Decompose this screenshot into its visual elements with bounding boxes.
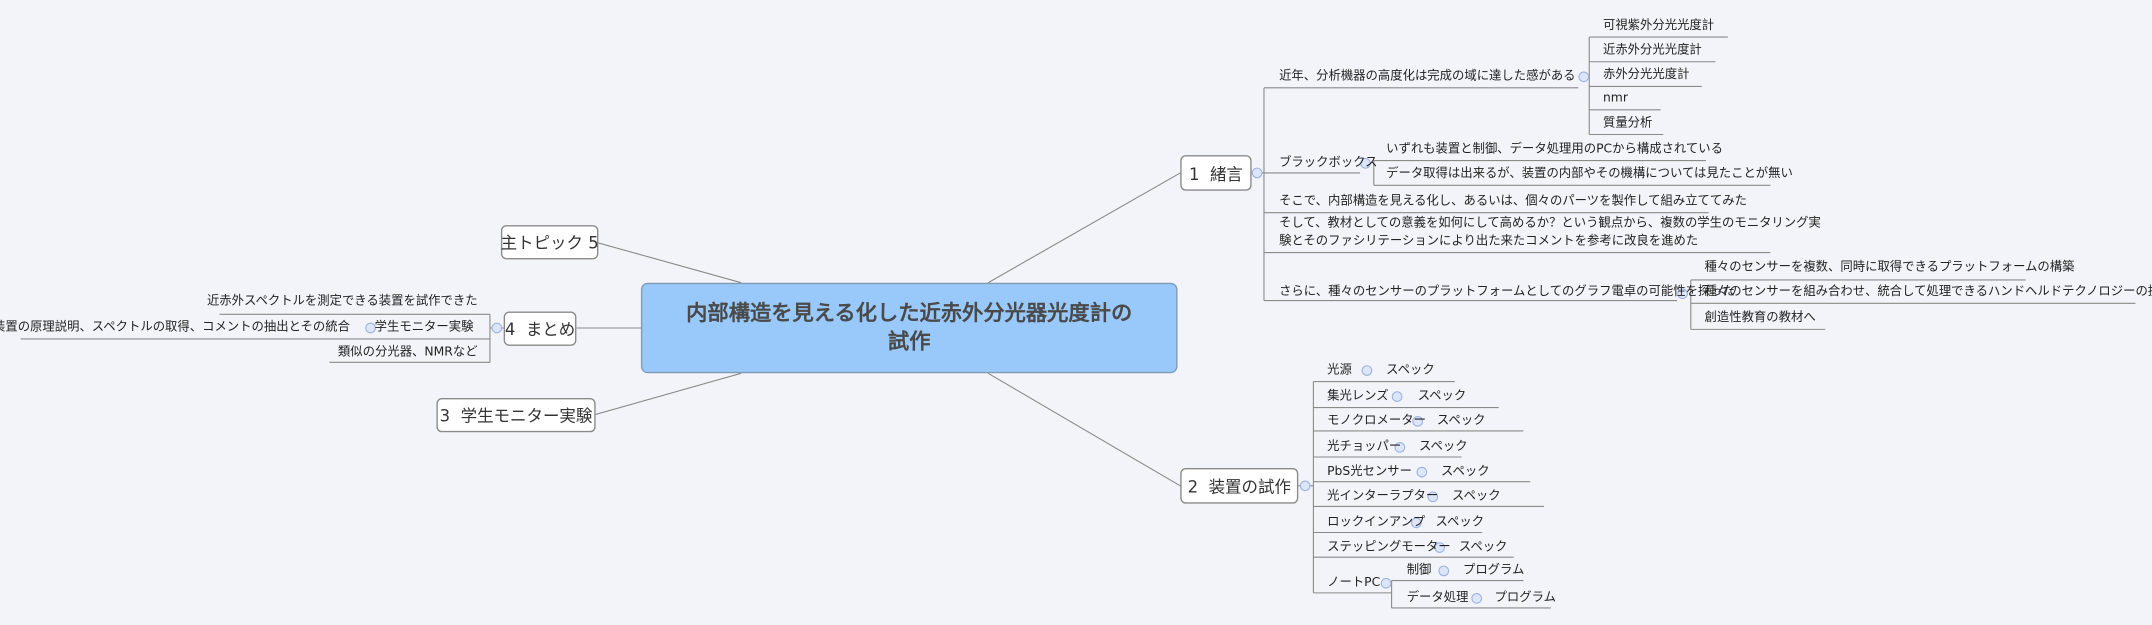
- subtopic[interactable]: データ処理: [1406, 591, 1469, 606]
- topic-device-prototype[interactable]: 2 装置の試作: [1180, 467, 1299, 504]
- subtopic[interactable]: スペック: [1435, 516, 1485, 530]
- subtopic-line1[interactable]: そして、教材としての意義を如何にして高めるか？という観点から、複数の学生のモニタ…: [1279, 216, 1821, 231]
- subtopic[interactable]: 光源: [1327, 363, 1352, 378]
- subtopic[interactable]: さらに、種々のセンサーのプラットフォームとしてのグラフ電卓の可能性を探った: [1279, 285, 1735, 300]
- subtopic[interactable]: スペック: [1417, 389, 1467, 404]
- subtopic[interactable]: スペック: [1441, 465, 1490, 479]
- subtopic[interactable]: 創造性教育の教材へ: [1704, 311, 1816, 326]
- central-topic-line2: 試作: [887, 329, 931, 355]
- topic-student-monitor[interactable]: 3 学生モニター実験: [436, 397, 596, 433]
- subtopic[interactable]: 学生モニター実験: [374, 321, 474, 335]
- subtopic[interactable]: 制御: [1406, 564, 1432, 578]
- subtopic[interactable]: データ取得は出来るが、装置の内部やその機構については見たことが無い: [1386, 167, 1793, 182]
- subtopic[interactable]: 近年、分析機器の高度化は完成の域に達した感がある: [1279, 69, 1576, 84]
- subtopic[interactable]: プログラム: [1494, 591, 1556, 606]
- subtopic[interactable]: 種々のセンサーを組み合わせ、統合して処理できるハンドヘルドテクノロジーの提案: [1704, 285, 2152, 300]
- subtopic[interactable]: ロックインアンプ: [1327, 516, 1426, 530]
- subtopic[interactable]: そこで、内部構造を見える化し、あるいは、個々のパーツを製作して組み立ててみた: [1279, 194, 1747, 209]
- subtopic[interactable]: ブラックボックス: [1279, 156, 1378, 171]
- subtopic[interactable]: 光チョッパー: [1327, 440, 1402, 455]
- subtopic[interactable]: 種々のセンサーを複数、同時に取得できるプラットフォームの構築: [1704, 260, 2075, 275]
- subtopic[interactable]: ノートPC: [1327, 576, 1381, 591]
- subtopic[interactable]: スペック: [1419, 440, 1468, 455]
- subtopic[interactable]: モノクロメーター: [1327, 414, 1426, 429]
- central-topic[interactable]: 内部構造を見える化した近赤外分光器光度計の 試作: [640, 282, 1178, 374]
- topic-summary[interactable]: 4 まとめ: [503, 311, 577, 346]
- subtopic[interactable]: 類似の分光器、NMRなど: [337, 345, 478, 360]
- central-topic-line1: 内部構造を見える化した近赤外分光器光度計の: [686, 300, 1133, 326]
- subtopic[interactable]: 光インターラプター: [1327, 489, 1439, 504]
- subtopic[interactable]: PbS光センサー: [1327, 465, 1413, 479]
- topic-introduction[interactable]: 1 緒言: [1180, 155, 1252, 191]
- subtopic[interactable]: ステッピングモーター: [1327, 540, 1451, 555]
- subtopic[interactable]: 近赤外分光光度計: [1602, 43, 1702, 58]
- subtopic-line2[interactable]: 験とそのファシリテーションにより出た来たコメントを参考に改良を進めた: [1279, 234, 1699, 249]
- topic-main-5[interactable]: 主トピック 5: [501, 225, 599, 260]
- subtopic[interactable]: 質量分析: [1602, 116, 1653, 131]
- subtopic[interactable]: 集光レンズ: [1327, 389, 1389, 404]
- subtopic[interactable]: 可視紫外分光光度計: [1602, 19, 1715, 33]
- subtopic[interactable]: スペック: [1458, 540, 1508, 555]
- subtopic[interactable]: 近赤外スペクトルを測定できる装置を試作できた: [206, 295, 478, 309]
- subtopic[interactable]: 赤外分光光度計: [1602, 68, 1690, 83]
- subtopic[interactable]: 装置の原理説明、スペクトルの取得、コメントの抽出とその統合: [0, 321, 350, 335]
- subtopic[interactable]: スペック: [1386, 363, 1435, 378]
- subtopic[interactable]: いずれも装置と制御、データ処理用のPCから構成されている: [1386, 142, 1723, 157]
- subtopic[interactable]: プログラム: [1462, 564, 1525, 578]
- collapse-icons: [365, 71, 1688, 604]
- subtopic[interactable]: nmr: [1602, 91, 1628, 106]
- subtopic[interactable]: スペック: [1436, 414, 1486, 429]
- subtopic[interactable]: スペック: [1451, 489, 1501, 504]
